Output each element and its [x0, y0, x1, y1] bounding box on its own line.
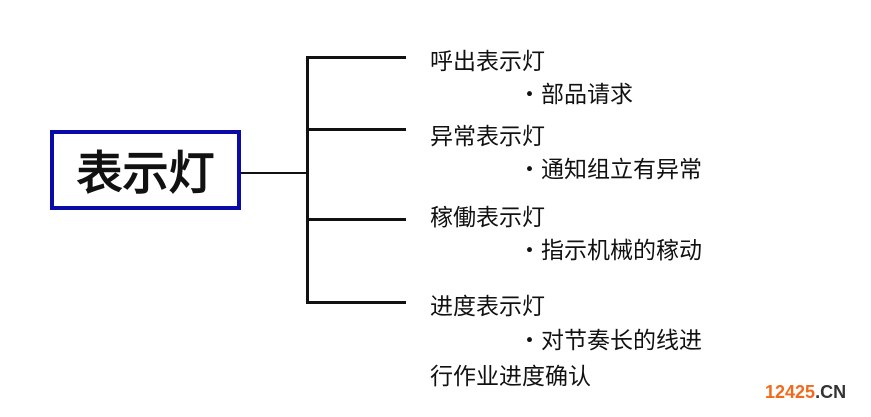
watermark-suffix: .CN: [815, 382, 847, 402]
root-node: 表示灯: [50, 130, 241, 210]
branch-title-4: 进度表示灯: [430, 294, 545, 320]
branch-line-1: [306, 56, 406, 59]
branch-line-4: [306, 301, 406, 304]
branch-desc-2: ・通知组立有异常: [518, 157, 702, 183]
branch-desc-3: ・指示机械的稼动: [518, 238, 702, 264]
branch-line-2: [306, 128, 406, 131]
branch-desc-4-cont: 行作业进度确认: [430, 364, 591, 390]
branch-desc-1: ・部品请求: [518, 82, 633, 108]
watermark-number: 12425: [765, 382, 816, 402]
branch-title-1: 呼出表示灯: [430, 49, 545, 75]
branch-title-3: 稼働表示灯: [430, 205, 545, 231]
branch-title-2: 异常表示灯: [430, 124, 545, 150]
watermark: 12425.CN: [765, 382, 846, 403]
branch-line-3: [306, 218, 406, 221]
branch-desc-4: ・对节奏长的线进: [518, 328, 702, 354]
root-connector: [241, 172, 308, 174]
trunk-line: [306, 56, 309, 304]
